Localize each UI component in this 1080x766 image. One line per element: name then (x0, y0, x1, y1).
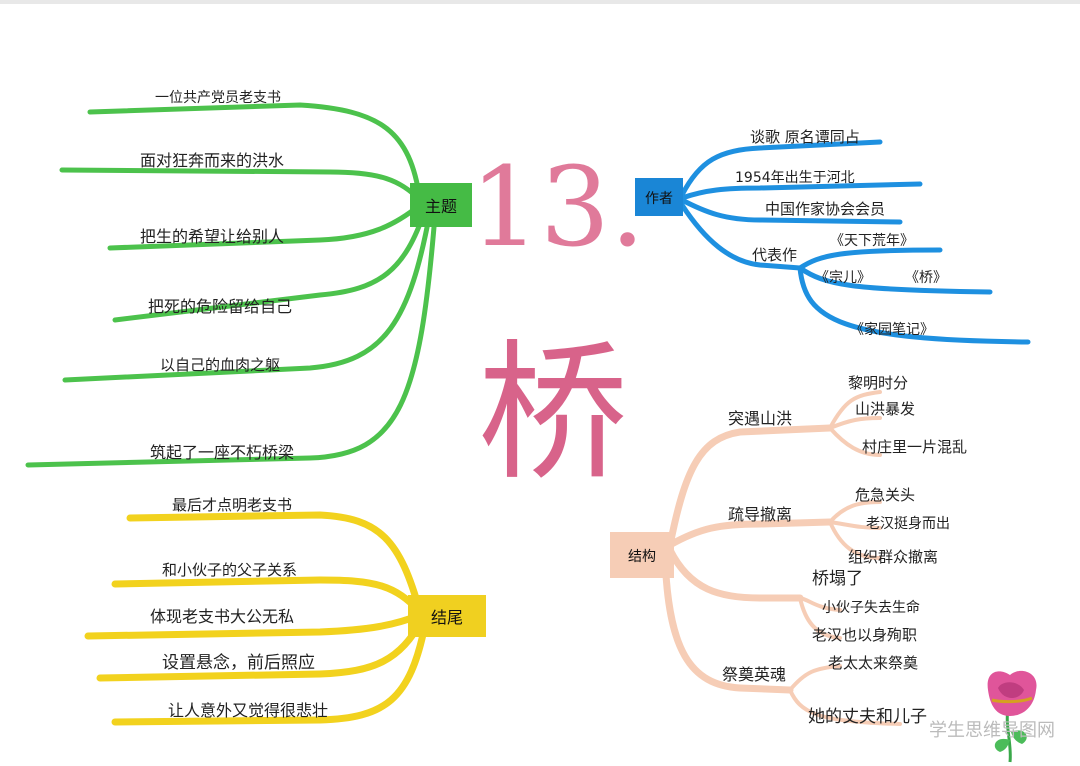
ending-item-3: 体现老支书大公无私 (150, 607, 294, 626)
structure-sub-3a (798, 596, 842, 612)
theme-label: 主题 (425, 197, 457, 216)
ending-node (408, 595, 486, 637)
structure-label: 结构 (628, 549, 656, 565)
structure-section-2-item-1: 危急关头 (855, 486, 915, 504)
author-works-line-2 (797, 265, 993, 295)
ending-item-5: 让人意外又觉得很悲壮 (168, 701, 328, 720)
title-number: 13. (470, 143, 645, 271)
theme-line-4 (112, 207, 428, 323)
ending-label: 结尾 (431, 608, 463, 627)
ending-item-2: 和小伙子的父子关系 (162, 561, 297, 579)
ending-item-4: 设置悬念，前后照应 (162, 652, 315, 673)
theme-line-2 (59, 167, 423, 203)
structure-node (610, 532, 674, 578)
structure-branch (661, 390, 902, 726)
structure-sub-3b (798, 596, 842, 640)
structure-sub-1c (828, 426, 882, 457)
structure-section-1-item-2: 山洪暴发 (855, 400, 915, 418)
author-works-line-3 (797, 265, 1031, 345)
structure-section-2-item-3: 组织群众撤离 (848, 548, 938, 566)
structure-sub-4a (788, 664, 842, 692)
author-line-3 (679, 197, 903, 225)
author-line-4 (679, 202, 803, 271)
watermark: 学生思维导图网 (929, 720, 1055, 741)
structure-section-4-item-1: 老太太来祭奠 (828, 654, 918, 672)
author-branch (679, 139, 1031, 345)
theme-item-4: 把死的危险留给自己 (148, 297, 292, 316)
page-border (0, 0, 1080, 4)
structure-sub-2c (828, 520, 882, 560)
structure-sub-2b (828, 520, 882, 530)
structure-sub-4b (788, 688, 902, 726)
author-line-2 (679, 181, 923, 201)
theme-item-2: 面对狂奔而来的洪水 (140, 151, 284, 170)
title-character: 桥 (478, 327, 628, 501)
author-work-2: 《宗儿》 (815, 270, 871, 286)
author-item-3: 中国作家协会会员 (765, 200, 885, 218)
structure-line-1 (666, 424, 834, 549)
theme-line-1 (87, 102, 423, 203)
structure-section-2-label: 疏导撤离 (728, 505, 792, 524)
rose-decoration-icon (987, 670, 1037, 763)
structure-section-1-item-1: 黎明时分 (848, 374, 908, 392)
theme-item-6: 筑起了一座不朽桥梁 (150, 443, 294, 462)
structure-line-3 (666, 546, 804, 602)
author-work-3: 《桥》 (905, 270, 947, 286)
theme-line-5 (62, 209, 433, 383)
theme-line-6 (25, 212, 438, 468)
ending-line-5 (111, 621, 429, 726)
structure-line-2 (666, 518, 834, 549)
theme-item-1: 一位共产党员老支书 (155, 90, 281, 106)
structure-sub-1a (828, 390, 882, 430)
structure-section-1-label: 突遇山洪 (728, 409, 792, 428)
author-works-label: 代表作 (752, 246, 797, 264)
author-item-2: 1954年出生于河北 (735, 170, 855, 186)
structure-section-4-item-2: 她的丈夫和儿子 (808, 707, 927, 727)
structure-section-3-item-1: 小伙子失去生命 (822, 599, 920, 616)
author-line-1 (679, 139, 883, 198)
structure-section-3-label: 桥塌了 (812, 569, 863, 589)
author-work-1: 《天下荒年》 (830, 233, 914, 249)
structure-section-3-item-2: 老汉也以身殉职 (812, 626, 917, 644)
author-works-line-1 (797, 247, 943, 271)
structure-section-4-label: 祭奠英魂 (722, 665, 786, 684)
author-item-1: 谈歌 原名谭同占 (750, 128, 860, 146)
author-node (635, 178, 683, 216)
ending-item-1: 最后才点明老支书 (172, 496, 292, 514)
theme-item-5: 以自己的血肉之躯 (160, 356, 280, 374)
ending-line-1 (126, 511, 424, 616)
theme-item-3: 把生的希望让给别人 (140, 227, 284, 246)
theme-node (410, 183, 472, 227)
structure-line-4 (661, 551, 794, 694)
structure-section-1-item-3: 村庄里一片混乱 (862, 438, 967, 456)
structure-sub-1b (828, 416, 882, 430)
author-work-4: 《家园笔记》 (850, 321, 934, 338)
structure-section-2-item-2: 老汉挺身而出 (866, 516, 950, 532)
structure-sub-2a (828, 500, 882, 524)
author-label: 作者 (645, 191, 673, 207)
